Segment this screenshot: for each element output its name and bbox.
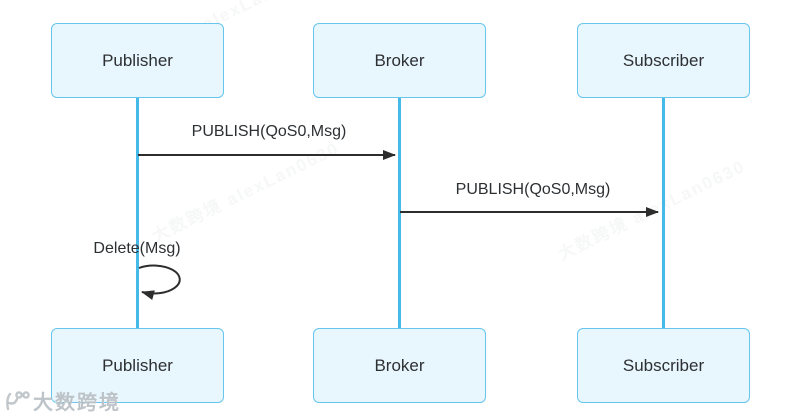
message-label-delete: Delete(Msg) [93,240,181,257]
message-label-publish-1: PUBLISH(QoS0,Msg) [191,123,347,140]
actor-box-broker-top: Broker [313,23,486,98]
actor-label: Subscriber [622,355,705,375]
actor-box-publisher-top: Publisher [51,23,224,98]
actor-label: Broker [374,50,425,70]
diagonal-watermark: 大数跨境 alexLan0630 [555,156,749,264]
actor-label: Publisher [102,50,173,70]
lifeline-broker [398,97,401,329]
lifeline-publisher [136,97,139,329]
actor-label: Broker [374,355,425,375]
actor-box-subscriber-top: Subscriber [577,23,750,98]
lifeline-subscriber [662,97,665,329]
diagonal-watermark: 大数跨境 alexLan0630 [149,138,343,246]
watermark-text: 大数跨境 [33,392,121,414]
watermark: 大数跨境 [3,386,121,415]
self-loop-arrow-delete [138,264,181,300]
actor-label: Subscriber [622,50,705,70]
actor-label: Publisher [102,355,173,375]
actor-box-subscriber-bottom: Subscriber [577,328,750,403]
actor-box-publisher-bottom: Publisher [51,328,224,403]
message-label-publish-2: PUBLISH(QoS0,Msg) [455,181,611,198]
actor-box-broker-bottom: Broker [313,328,486,403]
watermark-logo-icon [3,390,30,412]
